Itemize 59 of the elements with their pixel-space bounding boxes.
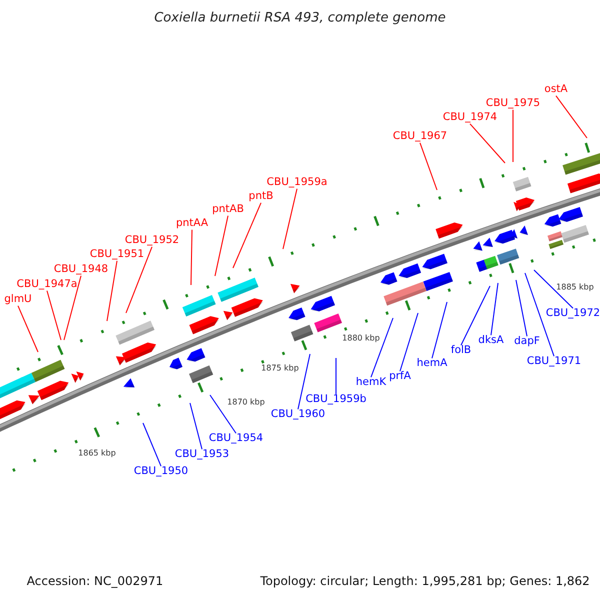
gene-label: CBU_1975 <box>486 98 540 110</box>
leader-line <box>516 280 528 337</box>
leader-line <box>232 202 262 268</box>
gene-label: hemA <box>416 358 448 370</box>
scale-label: 1885 kbp <box>556 282 594 292</box>
leader-line <box>106 260 118 322</box>
scale-label: 1875 kbp <box>261 364 299 372</box>
leader-line <box>142 422 162 467</box>
leader-line <box>534 270 574 309</box>
leader-line <box>210 394 236 434</box>
gene-label: pntAA <box>176 218 208 230</box>
gene-label: CBU_1948 <box>54 264 108 276</box>
leader-line <box>190 229 192 286</box>
gene-label: CBU_1972 <box>546 308 600 320</box>
scale-label: 1870 kbp <box>227 398 265 406</box>
gene-label: CBU_1974 <box>442 112 498 124</box>
leader-line <box>282 188 298 250</box>
leader-line <box>126 246 152 314</box>
leader-line <box>524 272 554 357</box>
gene-label: ostA <box>544 84 568 96</box>
leader-line <box>190 402 202 450</box>
leader-line <box>298 354 310 410</box>
leader-line <box>214 215 228 276</box>
gene-label: CBU_1959a <box>266 177 328 189</box>
gene-label: CBU_1960 <box>270 409 326 421</box>
gene-label: hemK <box>356 377 386 389</box>
gene-label: dksA <box>478 335 504 347</box>
leader-line <box>400 312 418 372</box>
gene-label: pntB <box>248 191 274 203</box>
gene-label: folB <box>450 345 472 357</box>
leader-line <box>370 318 394 378</box>
scale-label: 1880 kbp <box>342 334 380 342</box>
footer-text: Topology: circular; Length: 1,995,281 bp; Genes: 1,862 <box>260 574 590 588</box>
leader-line <box>470 123 506 164</box>
gene-label: pntAB <box>212 204 244 216</box>
leader-line <box>420 142 438 190</box>
gene-label: CBU_1953 <box>174 449 230 461</box>
leader-line <box>490 282 498 336</box>
gene-label: CBU_1954 <box>208 433 264 445</box>
scale-label: 1865 kbp <box>78 448 116 458</box>
gene-label: CBU_1950 <box>134 466 188 478</box>
leader-line <box>432 302 448 359</box>
gene-label: CBU_1967 <box>392 131 448 143</box>
gene-label: CBU_1952 <box>124 235 180 247</box>
leader-line <box>64 275 82 340</box>
gene-label: CBU_1947a <box>16 279 78 291</box>
gene-label: CBU_1971 <box>526 356 582 368</box>
leader-line <box>512 109 514 162</box>
footer-text: Accession: NC_002971 <box>26 574 164 588</box>
gene-label: prfA <box>389 371 411 383</box>
diagram-title: Coxiella burnetii RSA 493, complete genome <box>154 10 446 26</box>
gene-label: dapF <box>514 336 540 348</box>
gene-label: CBU_1951 <box>90 249 144 261</box>
leader-line <box>46 290 62 340</box>
leader-line <box>18 305 38 352</box>
gene-label: glmU <box>4 294 32 306</box>
gene-label: CBU_1959b <box>306 394 366 406</box>
leader-line <box>460 286 490 346</box>
leader-line <box>556 95 588 138</box>
